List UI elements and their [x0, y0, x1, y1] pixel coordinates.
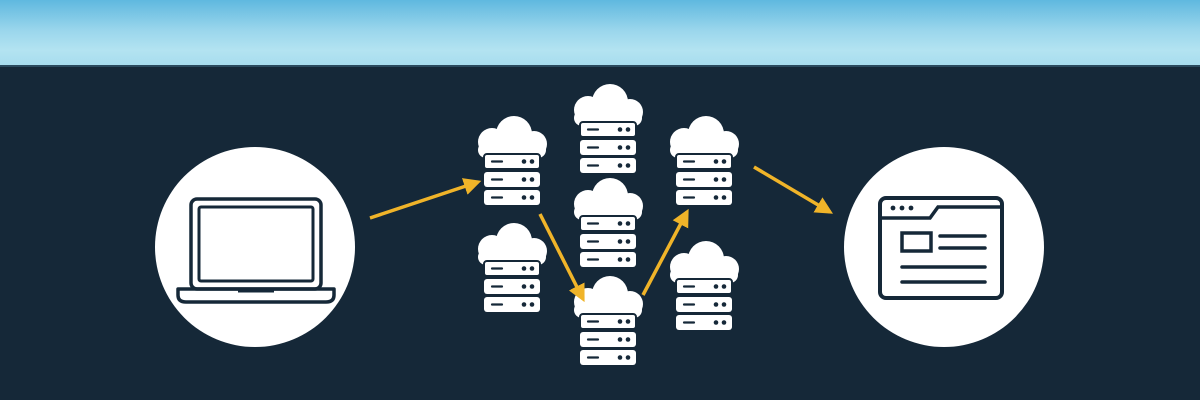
cloud-server-icon-d — [572, 176, 645, 269]
route-arrow-client-to-a — [369, 178, 482, 220]
route-arrow-f-to-c — [641, 208, 689, 296]
cloud-server-icon-c — [668, 114, 741, 207]
cloud-server-icon-b — [572, 82, 645, 175]
client-node — [155, 147, 355, 347]
laptop-icon — [176, 197, 336, 304]
route-arrow-a-to-f — [538, 213, 585, 303]
cloud-server-icon-f — [572, 274, 645, 367]
cloud-server-icon-a — [476, 114, 549, 207]
route-arrow-c-to-destination — [753, 165, 834, 214]
sky-banner — [0, 0, 1200, 67]
cloud-server-icon-e — [476, 221, 549, 314]
cloud-server-icon-g — [668, 239, 741, 332]
browser-window-icon — [878, 196, 1004, 300]
destination-node — [844, 147, 1044, 347]
